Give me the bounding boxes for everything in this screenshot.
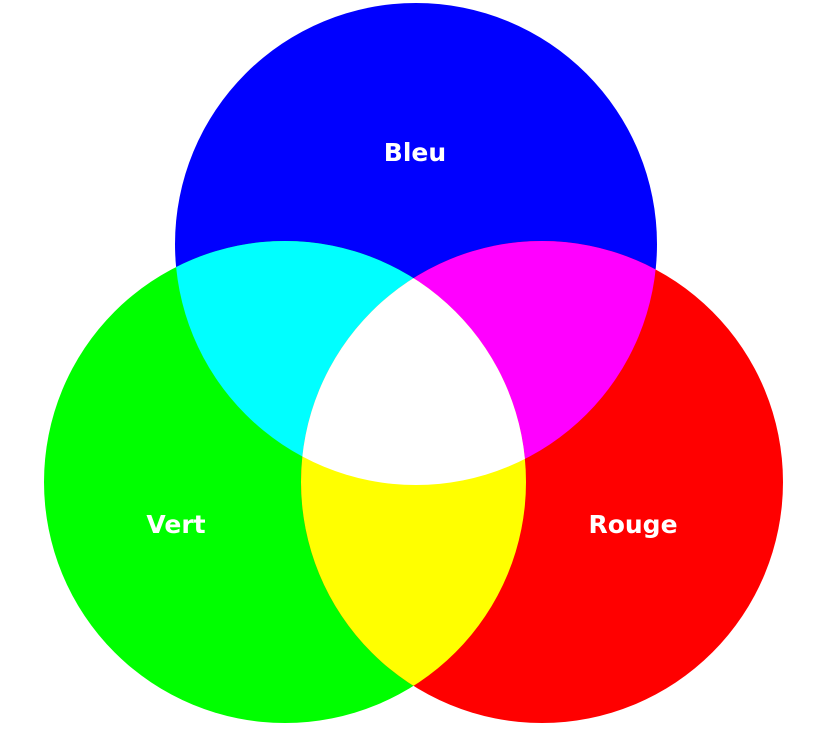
green-label: Vert: [146, 510, 205, 539]
blue-label: Bleu: [384, 138, 446, 167]
white-center-overlap: [301, 241, 526, 485]
red-label: Rouge: [588, 510, 677, 539]
